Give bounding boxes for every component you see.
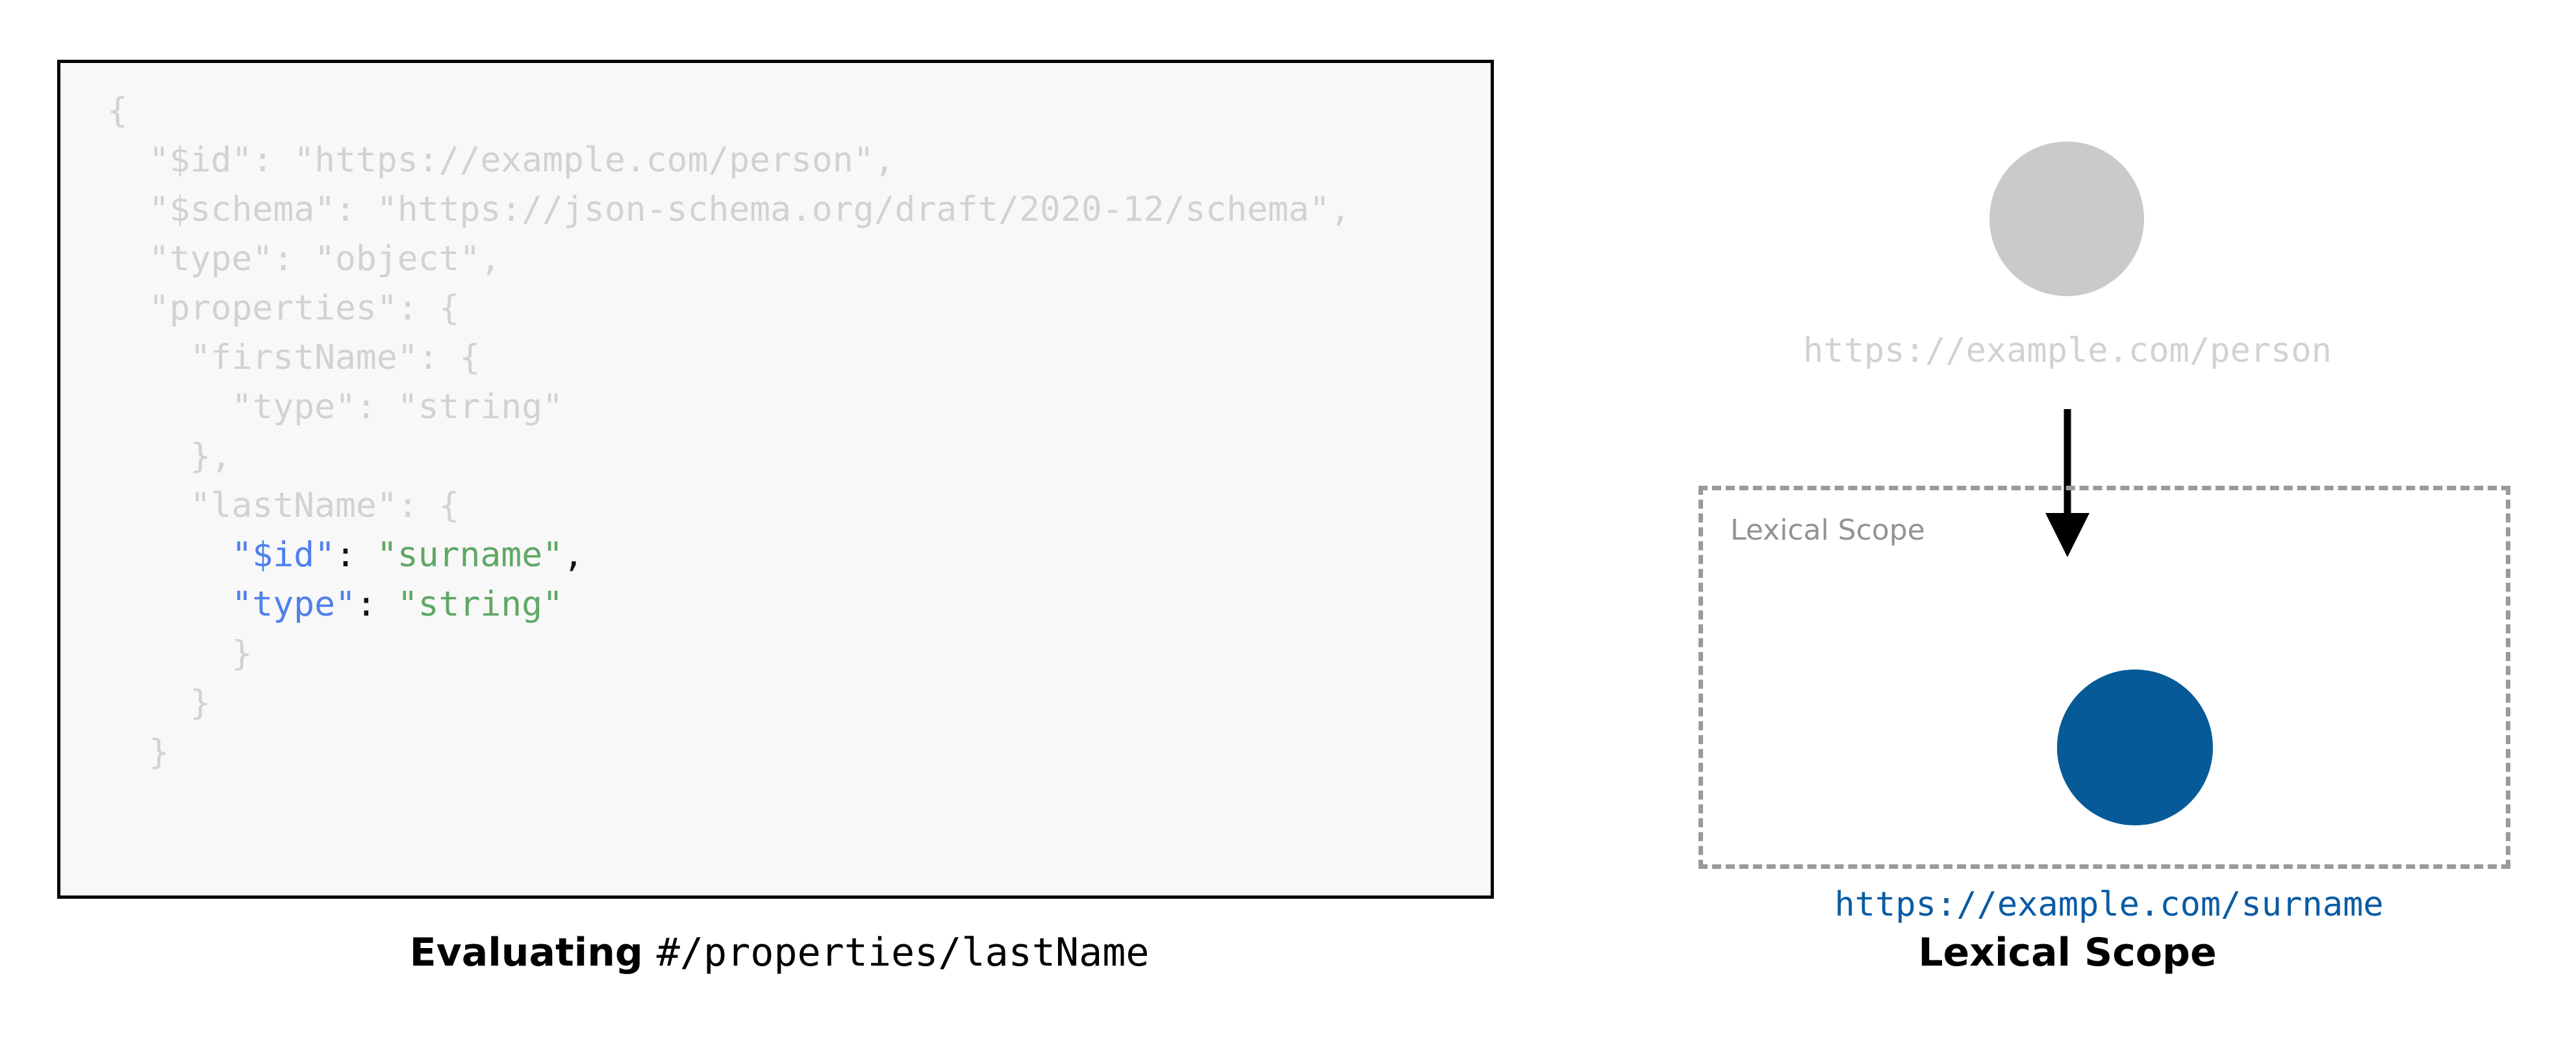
code-indent — [107, 140, 149, 180]
code-line: "$id": "https://example.com/person", — [107, 136, 1351, 185]
code-token: { — [107, 91, 128, 131]
code-token: "lastName": { — [190, 486, 460, 525]
code-token: "$schema": "https://json-schema.org/draf… — [148, 190, 1351, 229]
code-indent — [107, 486, 190, 525]
code-indent — [107, 535, 231, 575]
code-token: "firstName": { — [190, 338, 481, 377]
code-line: { — [107, 86, 1351, 136]
code-line: "$id": "surname", — [107, 531, 1351, 580]
code-line: "type": "string" — [107, 382, 1351, 432]
code-token: } — [148, 732, 170, 772]
code-listing: { "$id": "https://example.com/person", "… — [107, 86, 1351, 777]
code-line: "type": "object", — [107, 234, 1351, 284]
outer-resource-node-label: https://example.com/person — [1803, 331, 2332, 370]
code-line: }, — [107, 432, 1351, 481]
code-token: : — [335, 535, 377, 575]
evaluating-caption: Evaluating #/properties/lastName — [0, 930, 1559, 975]
code-indent — [107, 387, 231, 427]
inner-resource-node-label: https://example.com/surname — [1834, 885, 2384, 924]
code-token: "$id" — [231, 535, 335, 575]
code-line: "firstName": { — [107, 333, 1351, 382]
code-indent — [107, 584, 231, 624]
code-line: "properties": { — [107, 284, 1351, 333]
lexical-scope-tag-label: Lexical Scope — [1730, 514, 1925, 547]
code-indent — [107, 436, 190, 476]
schema-code-panel: { "$id": "https://example.com/person", "… — [0, 60, 1559, 975]
json-schema-code-block: { "$id": "https://example.com/person", "… — [57, 60, 1494, 899]
code-token: , — [563, 535, 584, 575]
code-indent — [107, 683, 190, 723]
evaluating-caption-label: Evaluating — [409, 930, 643, 975]
code-token: "type": "object", — [148, 239, 501, 279]
code-token: "string" — [397, 584, 564, 624]
code-indent — [107, 732, 149, 772]
code-token: } — [190, 683, 211, 723]
code-token: "surname" — [376, 535, 564, 575]
code-indent — [107, 288, 149, 328]
code-line: "$schema": "https://json-schema.org/draf… — [107, 185, 1351, 234]
code-line: "lastName": { — [107, 481, 1351, 531]
code-token: "properties": { — [148, 288, 460, 328]
lexical-scope-diagram-panel: https://example.com/person Lexical Scope… — [1559, 0, 2576, 1039]
evaluating-caption-pointer: #/properties/lastName — [656, 930, 1150, 975]
code-indent — [107, 190, 149, 229]
code-token: : — [355, 584, 398, 624]
code-line: } — [107, 679, 1351, 728]
code-line: } — [107, 629, 1351, 679]
code-token: "$id": "https://example.com/person", — [148, 140, 895, 180]
lexical-scope-boundary-box: Lexical Scope https://example.com/surnam… — [1698, 486, 2510, 924]
lexical-scope-caption-label: Lexical Scope — [1918, 930, 2217, 975]
code-line: } — [107, 728, 1351, 777]
code-token: } — [231, 634, 253, 673]
code-line: "type": "string" — [107, 580, 1351, 629]
code-token: "type" — [231, 584, 356, 624]
code-token: "type": "string" — [231, 387, 563, 427]
code-indent — [107, 634, 231, 673]
code-indent — [107, 239, 149, 279]
code-token: }, — [190, 436, 232, 476]
lexical-scope-caption: Lexical Scope — [1559, 930, 2576, 975]
code-indent — [107, 338, 190, 377]
outer-resource-node-circle — [1989, 142, 2144, 296]
inner-resource-node-circle — [2057, 670, 2213, 825]
